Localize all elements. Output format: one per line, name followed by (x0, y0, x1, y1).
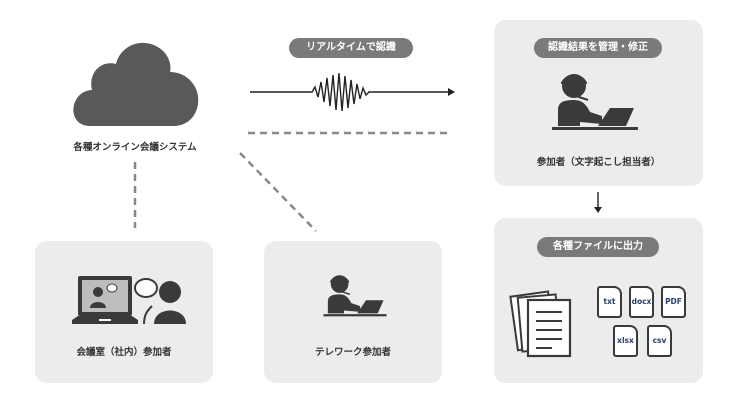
file-csv-icon: csv (647, 325, 672, 357)
realtime-pill: リアルタイムで認識 (289, 38, 413, 58)
file-format-label: xlsx (617, 336, 634, 345)
file-xlsx-icon: xlsx (613, 325, 638, 357)
documents-icon (509, 290, 572, 358)
meeting-room-icon (72, 276, 186, 325)
manage-title: 認識結果を管理・修正 (534, 38, 662, 58)
source-label: 各種オンライン会議システム (73, 142, 197, 153)
file-format-label: docx (631, 297, 652, 306)
file-format-label: PDF (665, 297, 682, 306)
file-pdf-icon: PDF (661, 286, 686, 318)
telework-box (264, 241, 442, 383)
output-title: 各種ファイルに出力 (537, 237, 659, 257)
file-txt-icon: txt (597, 286, 622, 318)
waveform-icon (250, 72, 455, 112)
file-format-label: csv (652, 336, 667, 345)
transcriber-icon (552, 74, 638, 130)
meeting-room-label: 会議室（社内）参加者 (76, 347, 172, 358)
telework-label: テレワーク参加者 (314, 347, 391, 358)
manage-label: 参加者（文字起こし担当者） (536, 157, 661, 168)
file-docx-icon: docx (629, 286, 654, 318)
file-format-label: txt (603, 297, 616, 306)
cloud-icon (73, 42, 199, 126)
telework-icon (323, 275, 387, 317)
